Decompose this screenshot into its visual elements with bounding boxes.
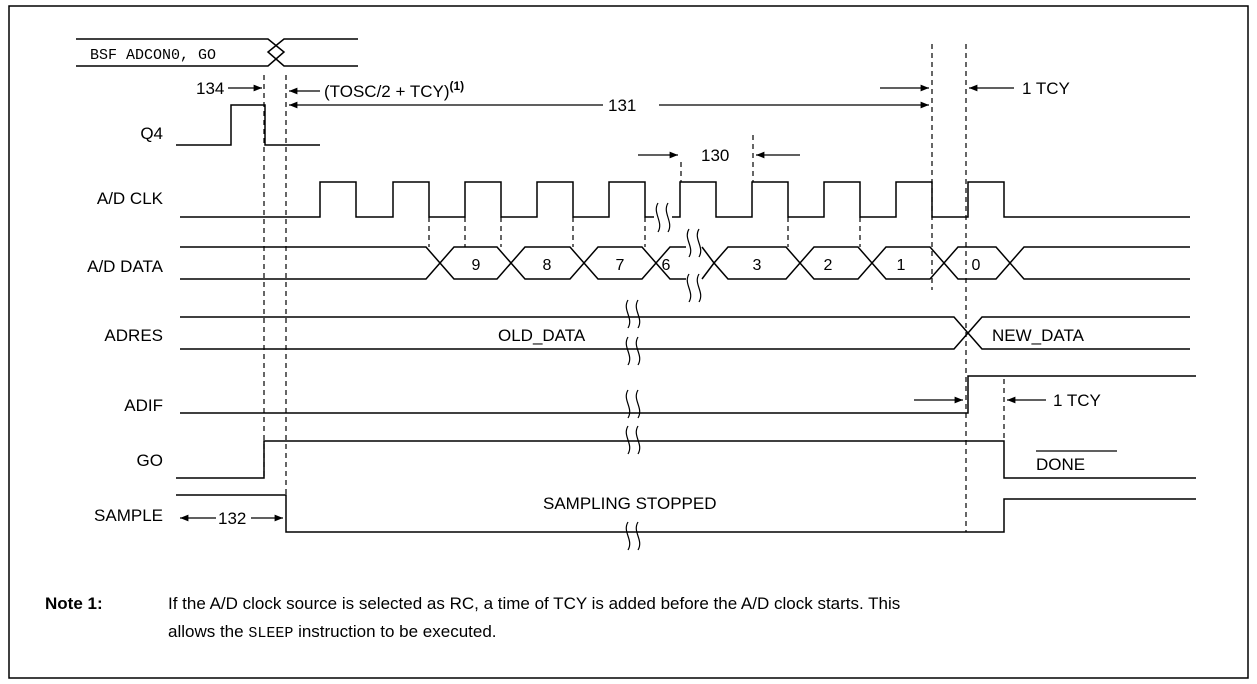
tcy-adif-label: 1 TCY: [1053, 391, 1101, 410]
adres-old-value: OLD_DATA: [498, 326, 586, 345]
signal-names: Q4 A/D CLK A/D DATA ADRES ADIF GO SAMPLE: [87, 124, 164, 525]
tosc-superscript: (1): [449, 79, 464, 93]
tosc-main: (TOSC/2 + TCY): [324, 82, 449, 101]
addata-waveform: [180, 246, 1190, 280]
adif-label: ADIF: [124, 396, 163, 415]
q4-waveform: [176, 104, 320, 146]
data-bit: 7: [616, 257, 625, 274]
adclk-label: A/D CLK: [97, 189, 164, 208]
data-bit: 0: [972, 257, 981, 274]
t130-label: 130: [701, 146, 729, 165]
timing-labels: 134 (TOSC/2 + TCY)(1) 131 130 132 1 TCY …: [196, 79, 1101, 528]
instruction-box: BSF ADCON0, GO: [76, 38, 358, 67]
timing-arrows: [180, 84, 1046, 522]
note-label: Note 1:: [45, 594, 103, 613]
note-line-2: allows the SLEEP instruction to be execu…: [168, 622, 497, 642]
adres-waveform: [180, 316, 1190, 350]
instruction-label: BSF ADCON0, GO: [90, 47, 216, 64]
t132-label: 132: [218, 509, 246, 528]
go-label: GO: [137, 451, 163, 470]
adclk-waveform: [180, 181, 1190, 218]
data-bit: 6: [662, 257, 671, 274]
adres-label: ADRES: [104, 326, 163, 345]
data-bit: 3: [753, 257, 762, 274]
data-bit: 2: [824, 257, 833, 274]
tosc-label: (TOSC/2 + TCY)(1): [324, 79, 464, 101]
adres-new-value: NEW_DATA: [992, 326, 1085, 345]
t131-label: 131: [608, 96, 636, 115]
note-line-2-pre: allows the: [168, 622, 248, 641]
go-waveform: [176, 440, 1196, 479]
data-bit: 1: [897, 257, 906, 274]
addata-label: A/D DATA: [87, 257, 164, 276]
q4-label: Q4: [140, 124, 163, 143]
tcy-top-label: 1 TCY: [1022, 79, 1070, 98]
note-line-2-post: instruction to be executed.: [293, 622, 496, 641]
data-bit: 9: [472, 257, 481, 274]
break-marks: [625, 202, 702, 551]
t134-label: 134: [196, 79, 224, 98]
footnote: Note 1: If the A/D clock source is selec…: [45, 594, 900, 642]
note-line-2-code: SLEEP: [248, 625, 293, 642]
sample-waveform: [176, 494, 1196, 533]
data-bit: 8: [543, 257, 552, 274]
sampling-stopped-label: SAMPLING STOPPED: [543, 494, 717, 513]
adif-waveform: [180, 375, 1196, 414]
addata-bits: 9 8 7 6 3 2 1 0: [472, 257, 981, 274]
reference-lines: [263, 44, 1005, 532]
done-label: DONE: [1036, 455, 1085, 474]
sample-label: SAMPLE: [94, 506, 163, 525]
note-line-1: If the A/D clock source is selected as R…: [168, 594, 900, 613]
diagram-frame: [8, 5, 1249, 679]
